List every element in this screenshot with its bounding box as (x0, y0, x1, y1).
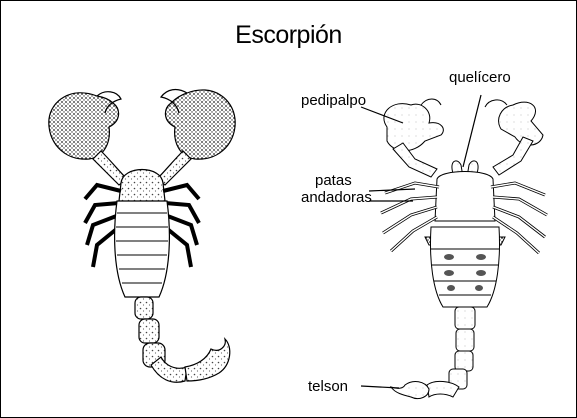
label-patas-line2: andadoras (301, 189, 372, 206)
left-scorpion-drawing (49, 90, 235, 383)
carapace (119, 170, 165, 206)
metasoma-segment-5 (427, 381, 459, 397)
right-leg-1 (163, 185, 199, 199)
tail-segment-2 (139, 319, 159, 343)
label-telson: telson (308, 378, 348, 395)
right-telson (391, 382, 429, 399)
label-quelicero: quelícero (449, 69, 511, 86)
pointer-telson (361, 386, 399, 388)
right-pincer-claw (165, 90, 235, 159)
tail-segment-4 (151, 357, 187, 382)
metasoma-segment-2 (456, 329, 474, 351)
pedipalp-claw-right (499, 102, 543, 145)
tail-segment-1 (135, 297, 153, 319)
left-pincer-claw (49, 93, 119, 159)
left-telson (185, 339, 230, 381)
metasoma-segment-1 (455, 307, 475, 329)
label-patas-line1: patas (315, 172, 352, 189)
label-pedipalpo: pedipalpo (301, 92, 366, 109)
metasoma-segment-3 (455, 351, 473, 371)
prosoma (435, 172, 495, 222)
left-leg-1 (85, 185, 121, 199)
right-scorpion-drawing (381, 99, 547, 399)
pedipalp-claw-left (384, 104, 443, 151)
pedipalp-arm-right (493, 137, 533, 175)
pointer-quelicero (463, 95, 481, 167)
